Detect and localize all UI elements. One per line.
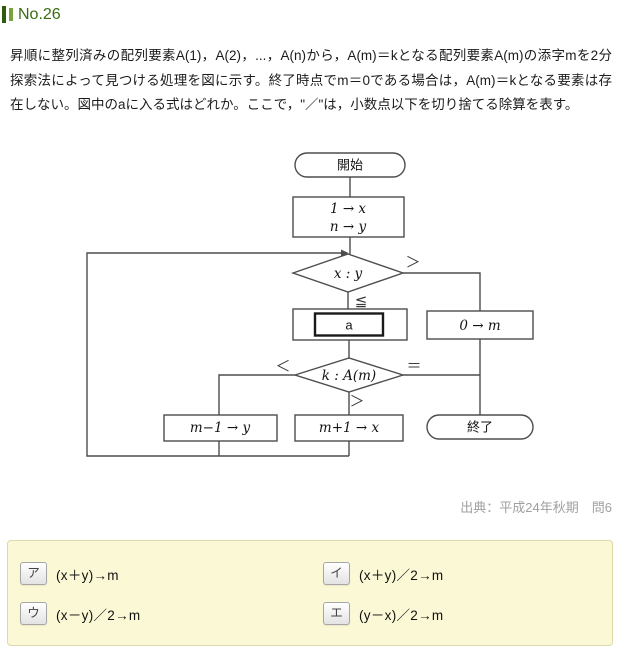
- option-e-text: (y－x)／2→m: [359, 607, 444, 623]
- option-i-button[interactable]: イ: [323, 562, 350, 585]
- flowchart-end-label: 終了: [467, 420, 493, 435]
- flowchart-init-line1: 1 → x: [330, 201, 366, 217]
- source-citation: 出典：平成24年秋期 問6: [460, 500, 612, 515]
- flowchart-blank-label: a: [345, 318, 353, 333]
- flowchart-init-process: [292, 196, 405, 238]
- option-a-button[interactable]: ア: [20, 562, 47, 585]
- option-u-button[interactable]: ウ: [20, 602, 47, 625]
- flowchart-branch-gt2: ＞: [349, 392, 364, 410]
- flowchart-branch-eq: ＝: [406, 357, 421, 375]
- flowchart-decision-kam: [292, 357, 406, 393]
- flowchart-decision-xy: [290, 253, 406, 293]
- flowchart-branch-gt1: ＞: [405, 253, 420, 271]
- flowchart-diagram: 開始 1 → x n → y x : y ＞ ≦ a 0 → m k : A(m…: [86, 152, 534, 457]
- flowchart-decision-kam-label: k : A(m): [322, 368, 376, 384]
- option-e: エ (y－x)／2→m: [323, 602, 600, 625]
- flowchart-decision-xy-label: x : y: [334, 266, 363, 282]
- flowchart-branch-lt: ＜: [275, 357, 290, 375]
- flowchart-dec-label: m−1 → y: [190, 420, 251, 436]
- flowchart-blank-inner-box: [313, 312, 385, 337]
- option-i-text: (x＋y)／2→m: [359, 567, 444, 583]
- flowchart-inc-process: [294, 414, 404, 442]
- option-a-text: (x＋y)→m: [56, 567, 119, 583]
- flowchart-loop-line: [86, 252, 350, 457]
- option-u: ウ (x－y)／2→m: [20, 602, 323, 625]
- flowchart-start-label: 開始: [337, 158, 363, 173]
- option-u-text: (x－y)／2→m: [56, 607, 141, 623]
- flowchart-arrowhead: [341, 249, 349, 257]
- flowchart-init-line2: n → y: [330, 219, 367, 235]
- flowchart-dec-process: [163, 414, 278, 442]
- flowchart-connector: [218, 374, 295, 415]
- options-grid: ア (x＋y)→m イ (x＋y)／2→m ウ (x－y)／2→m エ (y－x…: [8, 541, 612, 625]
- flowchart-reset-process: [426, 310, 534, 340]
- flowchart-connector: [403, 272, 481, 311]
- option-a: ア (x＋y)→m: [20, 562, 323, 585]
- option-i: イ (x＋y)／2→m: [323, 562, 600, 585]
- flowchart-start-terminator: [294, 152, 406, 178]
- question-text: 昇順に整列済みの配列要素A(1)，A(2)，...，A(n)から，A(m)＝kと…: [10, 48, 612, 113]
- option-e-button[interactable]: エ: [323, 602, 350, 625]
- question-header: No.26: [2, 5, 61, 24]
- answer-options-panel: ア (x＋y)→m イ (x＋y)／2→m ウ (x－y)／2→m エ (y－x…: [7, 540, 613, 646]
- flowchart-inc-label: m+1 → x: [319, 420, 380, 436]
- flowchart-reset-label: 0 → m: [459, 318, 500, 334]
- flowchart-end-terminator: [426, 414, 534, 440]
- question-number: No.26: [18, 6, 61, 23]
- flowchart-branch-le: ≦: [355, 292, 368, 310]
- header-bars-icon: [2, 6, 13, 23]
